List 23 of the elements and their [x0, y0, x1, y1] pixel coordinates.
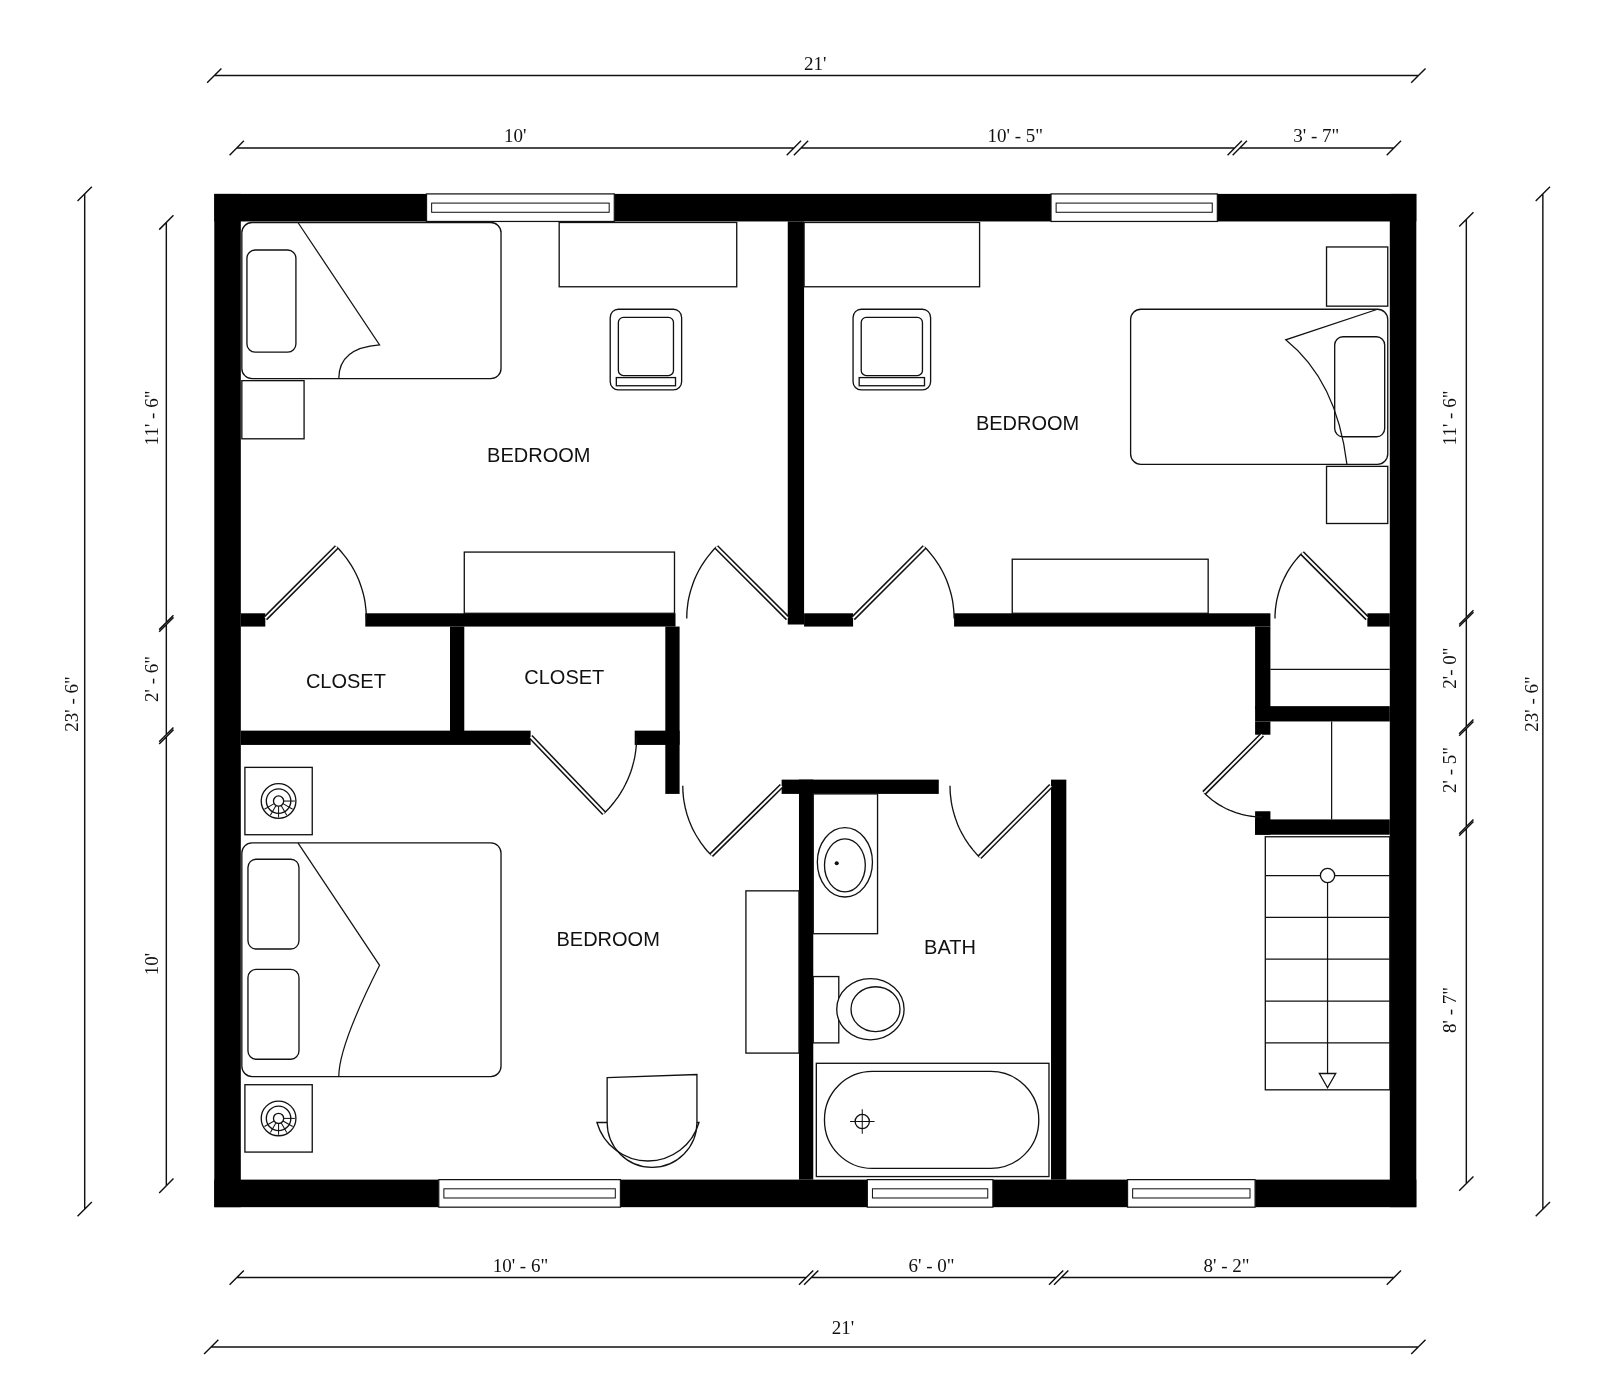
dimension-label: 11' - 6": [1439, 390, 1459, 446]
dimension-label: 23' - 6": [1521, 676, 1541, 732]
room-name: CLOSET: [305, 670, 386, 691]
dimension-label: 21': [804, 53, 827, 73]
dimension-label: 10' - 5": [987, 125, 1044, 145]
dimension-label: 3' - 7": [1293, 125, 1340, 145]
dimension-label: 2' - 5": [1439, 747, 1459, 794]
dimension-label: 8' - 7": [1439, 987, 1459, 1034]
dimension-label: 2' - 6": [141, 655, 161, 702]
room-name: BATH: [924, 936, 976, 957]
dimension-label: 21': [831, 1317, 855, 1336]
dimension-label: 10': [141, 953, 161, 976]
room-name: BEDROOM: [556, 928, 660, 949]
dimension-label: 11' - 6": [141, 390, 161, 446]
dimension-label: 10': [504, 125, 527, 145]
dimension-label: 23' - 6": [61, 676, 81, 732]
room-name: BEDROOM: [487, 445, 591, 466]
dimension-label: 10' - 6": [492, 1255, 549, 1275]
dimension-label: 2'- 0": [1439, 647, 1459, 689]
dimension-label: 6' - 0": [908, 1255, 955, 1275]
room-name: BEDROOM: [975, 413, 1080, 434]
room-name: CLOSET: [524, 666, 605, 687]
dimension-label: 8' - 2": [1203, 1255, 1250, 1275]
